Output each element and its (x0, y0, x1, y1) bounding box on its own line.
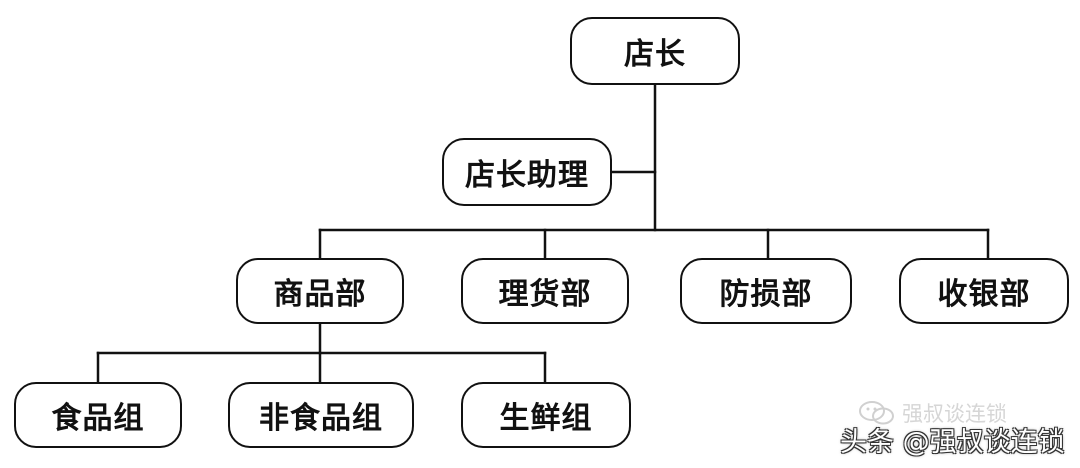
node-dept-merchandise: 商品部 (236, 258, 404, 324)
watermark-faint-text: 强叔谈连锁 (902, 402, 1007, 426)
node-store-manager: 店长 (570, 17, 740, 85)
node-group-non-food: 非食品组 (228, 382, 414, 448)
node-group-food: 食品组 (14, 382, 182, 448)
node-dept-stocking: 理货部 (461, 258, 629, 324)
node-dept-loss-prevention: 防损部 (680, 258, 852, 324)
node-group-fresh: 生鲜组 (461, 382, 631, 448)
node-assistant-manager: 店长助理 (442, 138, 612, 206)
wechat-icon (859, 401, 894, 425)
watermark-main: 头条 @强叔谈连锁 (840, 427, 1065, 458)
watermark-faint: 强叔谈连锁 (858, 398, 1007, 428)
node-dept-cashier: 收银部 (899, 258, 1069, 324)
